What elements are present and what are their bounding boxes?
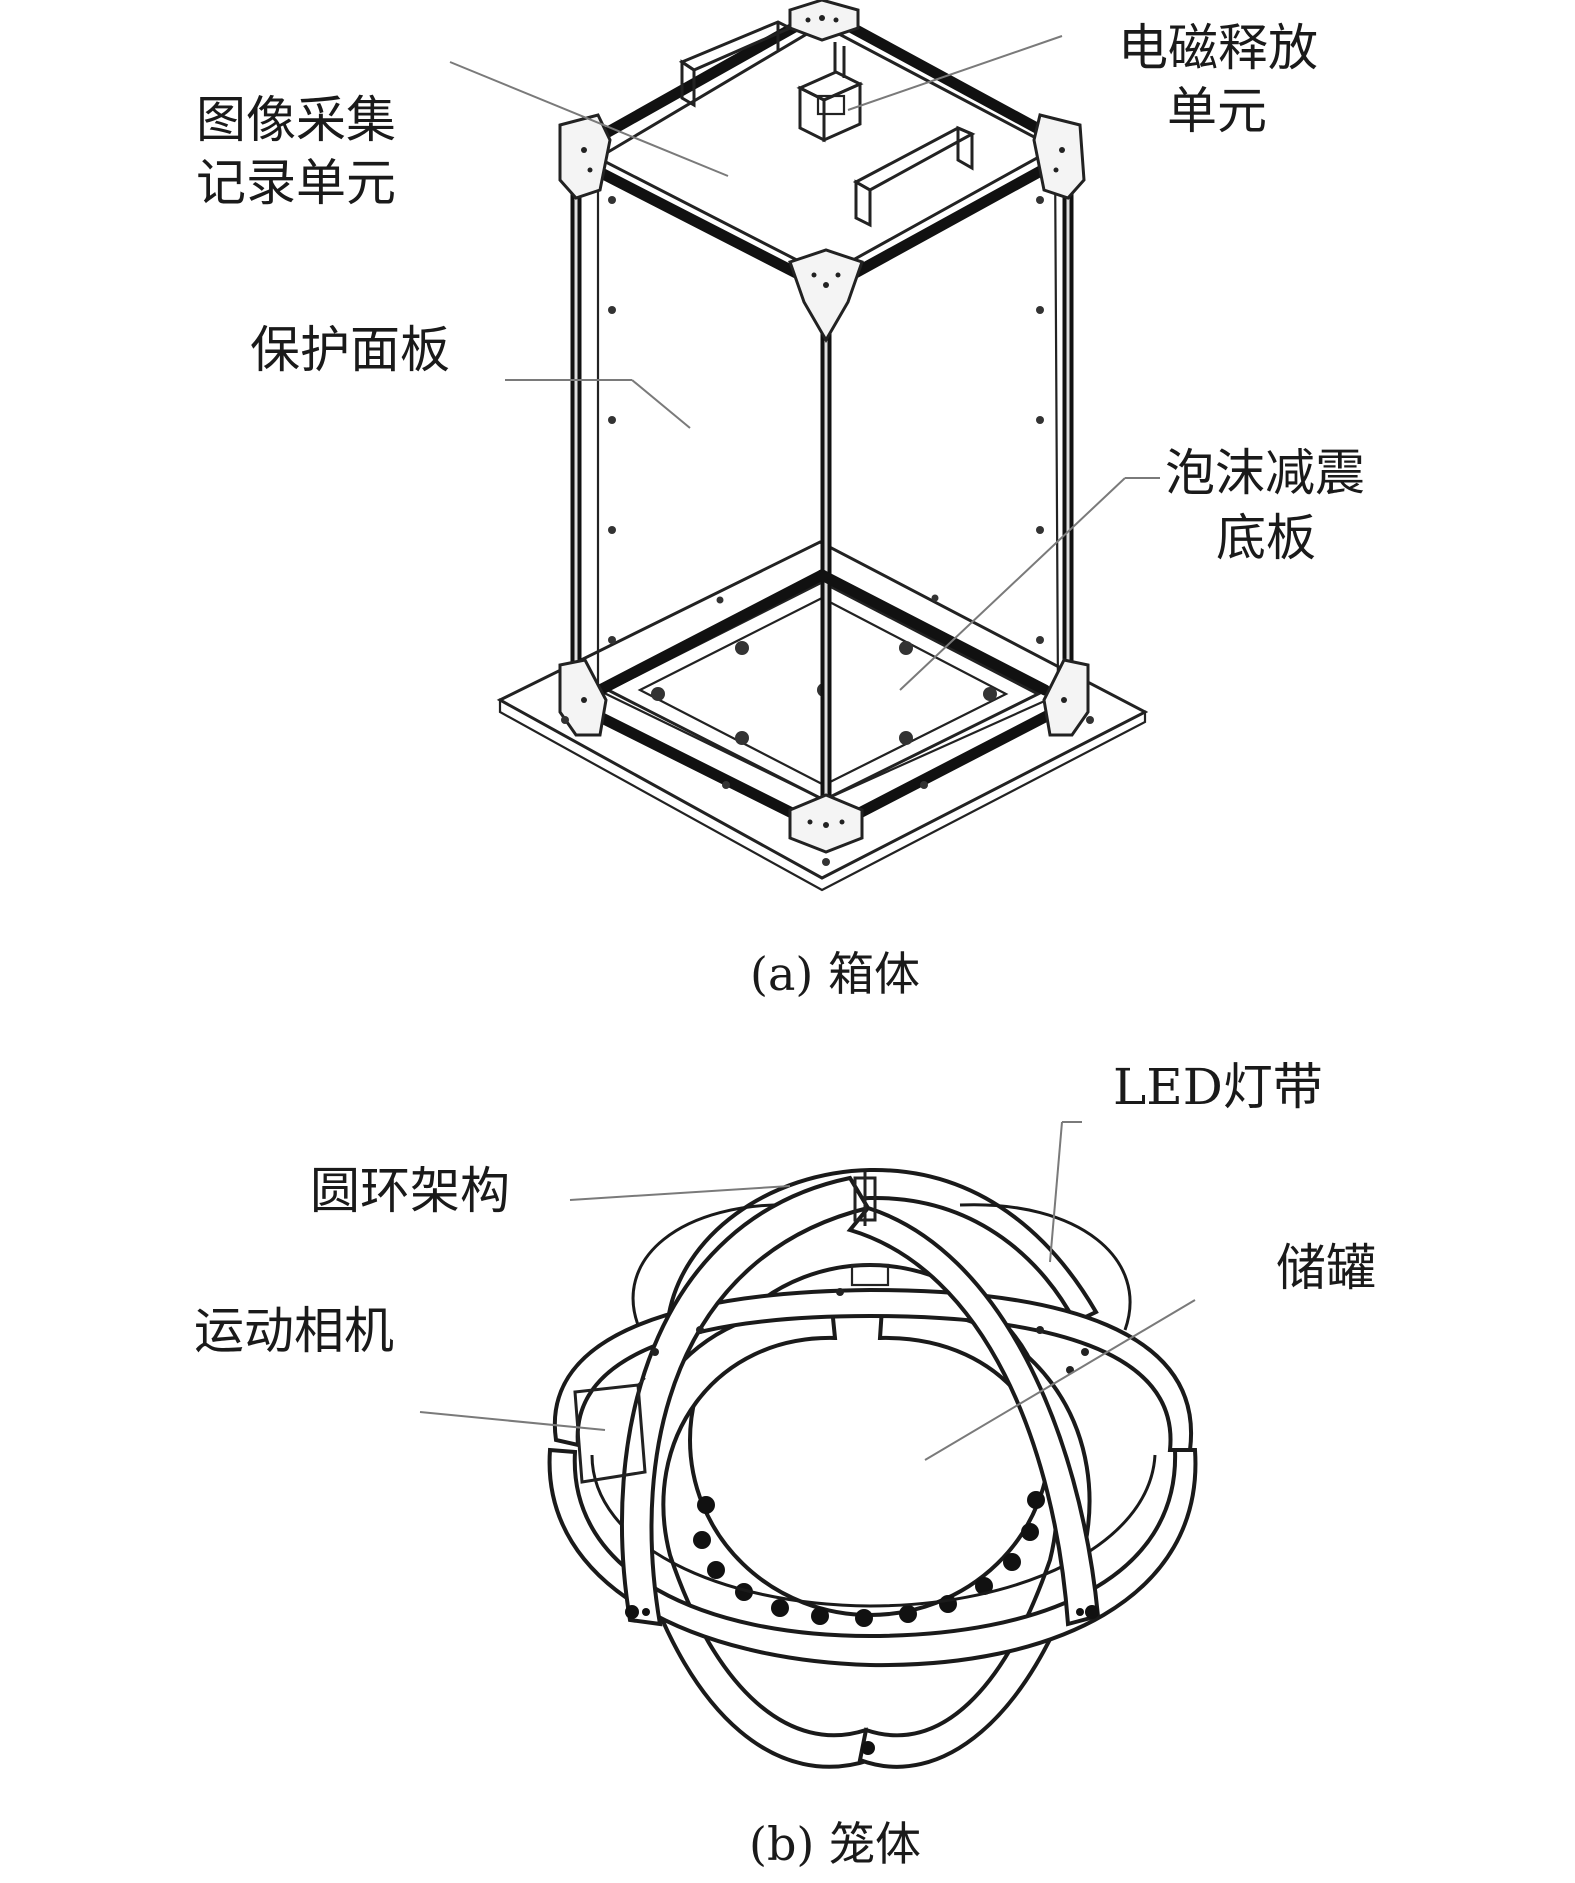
label-foam-base-line1: 泡沫减震 <box>1165 444 1365 502</box>
action-camera <box>573 1377 647 1484</box>
em-release-unit <box>796 42 864 143</box>
foam-base-holes <box>651 641 997 745</box>
caption-a: (a) 箱体 <box>750 947 920 1001</box>
frame-bars <box>570 18 1074 826</box>
top-clip <box>850 1172 890 1287</box>
diagonal-ring <box>620 1175 1101 1627</box>
label-image-unit-line2: 记录单元 <box>196 154 396 212</box>
bracket-bolts <box>581 15 1067 828</box>
box-drawing <box>449 0 1160 892</box>
side-fasteners <box>625 1605 1099 1755</box>
cage-drawing <box>419 1121 1198 1769</box>
label-protective-panel: 保护面板 <box>250 321 450 379</box>
caption-b: (b) 笼体 <box>749 1817 921 1871</box>
led-dots <box>693 1491 1045 1627</box>
panel-screws <box>561 196 1094 866</box>
label-em-release-line2: 单元 <box>1167 82 1267 140</box>
label-foam-base-line2: 底板 <box>1216 509 1316 567</box>
leaders-b <box>419 1121 1196 1461</box>
ring-dots <box>651 1288 1089 1374</box>
label-storage-tank: 储罐 <box>1276 1239 1376 1297</box>
handle-left <box>678 20 794 108</box>
leaders-a <box>449 35 1160 691</box>
base-plate-edge <box>498 698 1147 892</box>
label-led-strip: LED灯带 <box>1113 1058 1323 1116</box>
label-image-unit-line1: 图像采集 <box>196 91 396 149</box>
handle-right <box>852 125 976 228</box>
label-action-camera: 运动相机 <box>194 1302 394 1360</box>
label-ring-frame: 圆环架构 <box>310 1162 510 1220</box>
label-em-release-line1: 电磁释放 <box>1118 19 1318 77</box>
corner-brackets <box>558 0 1090 854</box>
foam-base-inner <box>637 596 1009 787</box>
